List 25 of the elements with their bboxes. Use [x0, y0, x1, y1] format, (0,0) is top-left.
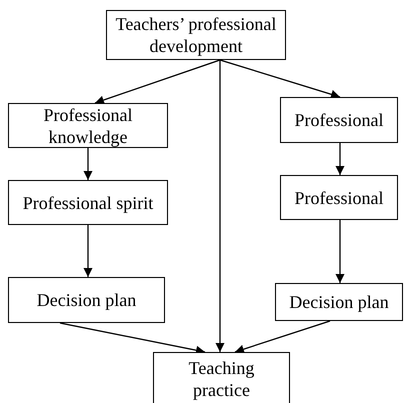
process-box	[8, 277, 165, 323]
arrow	[94, 59, 220, 104]
box-label: Decision plan	[289, 291, 389, 313]
arrow	[216, 60, 224, 352]
arrow	[234, 320, 330, 354]
process-box	[8, 180, 168, 225]
box-label: Decision plan	[36, 289, 136, 311]
process-box	[153, 352, 290, 403]
process-box	[280, 97, 398, 143]
box-label: Professional	[294, 109, 384, 131]
box-label: Teachers’ professional development	[114, 13, 278, 57]
box-label: Professional knowledge	[42, 104, 134, 148]
arrow	[84, 148, 92, 180]
box-label: Professional spirit	[22, 192, 154, 214]
process-box	[275, 283, 403, 321]
box-label: Professional	[294, 186, 384, 208]
process-box	[280, 175, 398, 220]
arrow	[336, 143, 344, 175]
arrow	[336, 220, 344, 283]
arrow	[84, 225, 92, 277]
arrow	[220, 59, 340, 99]
process-box	[106, 10, 286, 60]
process-box	[8, 103, 168, 148]
arrow	[60, 322, 206, 355]
box-label: Teaching practice	[188, 356, 256, 400]
